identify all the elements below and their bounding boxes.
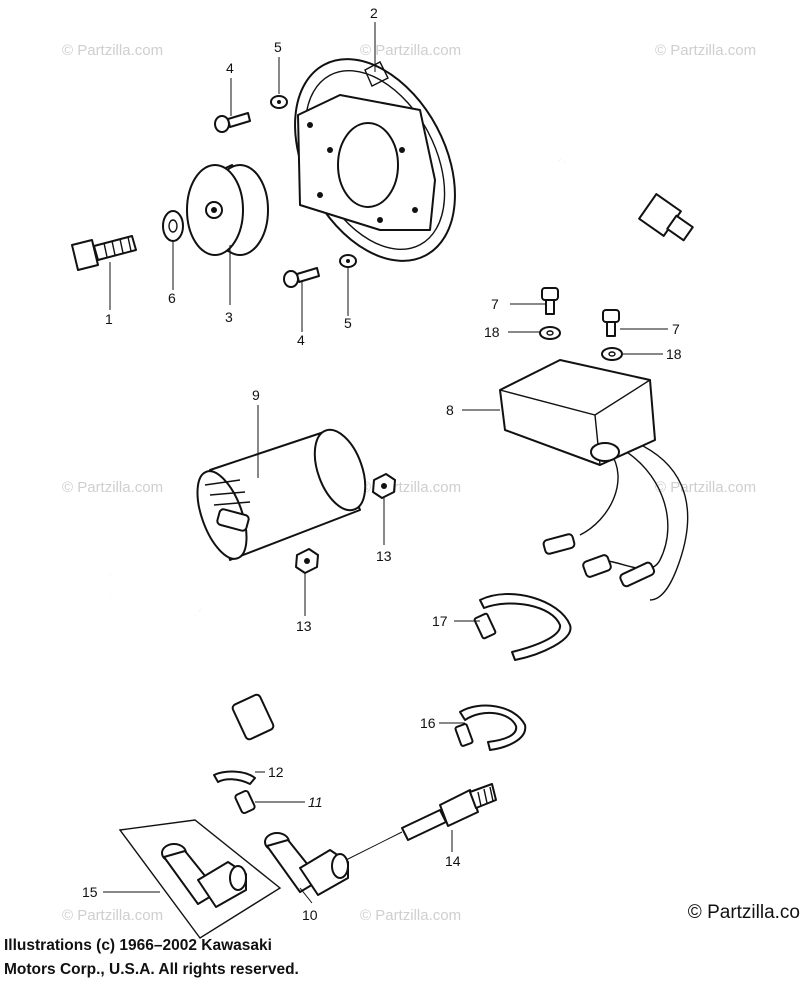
plug-cap-part[interactable] (264, 832, 349, 896)
callout-18: 18 (484, 324, 500, 340)
watermark: © Partzilla.com (62, 907, 163, 924)
clamp-part[interactable] (454, 704, 527, 751)
callout-7: 7 (672, 321, 680, 337)
callout-13: 13 (376, 548, 392, 564)
bolt-part[interactable] (602, 309, 620, 337)
callout-1: 1 (105, 311, 113, 327)
bolt-part[interactable] (71, 235, 137, 271)
corner-watermark: © Partzilla.co (687, 902, 800, 923)
ignition-coil-part[interactable] (104, 423, 375, 765)
screw-part[interactable] (283, 267, 320, 288)
cdi-unit-part[interactable] (499, 359, 689, 601)
copyright-notice: Illustrations (c) 1966–2002 Kawasaki Mot… (4, 934, 299, 982)
watermark-group: © Partzilla.com © Partzilla.com © Partzi… (62, 42, 756, 924)
spark-plug-part[interactable] (401, 783, 497, 841)
washer-part[interactable] (539, 326, 561, 340)
callout-2: 2 (370, 5, 378, 21)
clamp-part[interactable] (473, 593, 572, 661)
copyright-line-2: Motors Corp., U.S.A. All rights reserved… (4, 961, 299, 978)
callout-5: 5 (274, 39, 282, 55)
washer-part[interactable] (162, 210, 184, 242)
callout-9: 9 (252, 387, 260, 403)
callout-7: 7 (491, 296, 499, 312)
callout-3: 3 (225, 309, 233, 325)
callout-numbers: 1 2 3 4 4 5 5 6 7 7 8 9 10 11 12 13 13 1… (82, 5, 682, 923)
watermark: © Partzilla.com (655, 479, 756, 496)
callout-13: 13 (296, 618, 312, 634)
callout-12: 12 (268, 764, 284, 780)
bolt-part[interactable] (541, 287, 559, 315)
rotor-part[interactable] (186, 164, 269, 256)
nut-part[interactable] (295, 548, 319, 574)
callout-6: 6 (168, 290, 176, 306)
callout-4: 4 (226, 60, 234, 76)
leader-lines (103, 22, 668, 904)
callout-5: 5 (344, 315, 352, 331)
callout-11: 11 (308, 794, 323, 810)
callout-17: 17 (432, 613, 448, 629)
cap-part[interactable] (234, 789, 256, 815)
callout-8: 8 (446, 402, 454, 418)
nut-part[interactable] (372, 473, 396, 499)
callout-15: 15 (82, 884, 98, 900)
watermark: © Partzilla.com (655, 42, 756, 59)
screw-part[interactable] (214, 112, 251, 133)
clip-part[interactable] (213, 770, 256, 785)
plug-cap-part[interactable] (118, 819, 282, 939)
copyright-line-1: Illustrations (c) 1966–2002 Kawasaki (4, 937, 272, 954)
stator-plate-part[interactable] (262, 32, 694, 288)
callout-16: 16 (420, 715, 436, 731)
washer-part[interactable] (601, 347, 623, 361)
callout-18: 18 (666, 346, 682, 362)
callout-10: 10 (302, 907, 318, 923)
callout-4: 4 (297, 332, 305, 348)
watermark: © Partzilla.com (62, 42, 163, 59)
callout-14: 14 (445, 853, 461, 869)
watermark: © Partzilla.com (360, 42, 461, 59)
watermark: © Partzilla.com (360, 907, 461, 924)
watermark: © Partzilla.com (62, 479, 163, 496)
